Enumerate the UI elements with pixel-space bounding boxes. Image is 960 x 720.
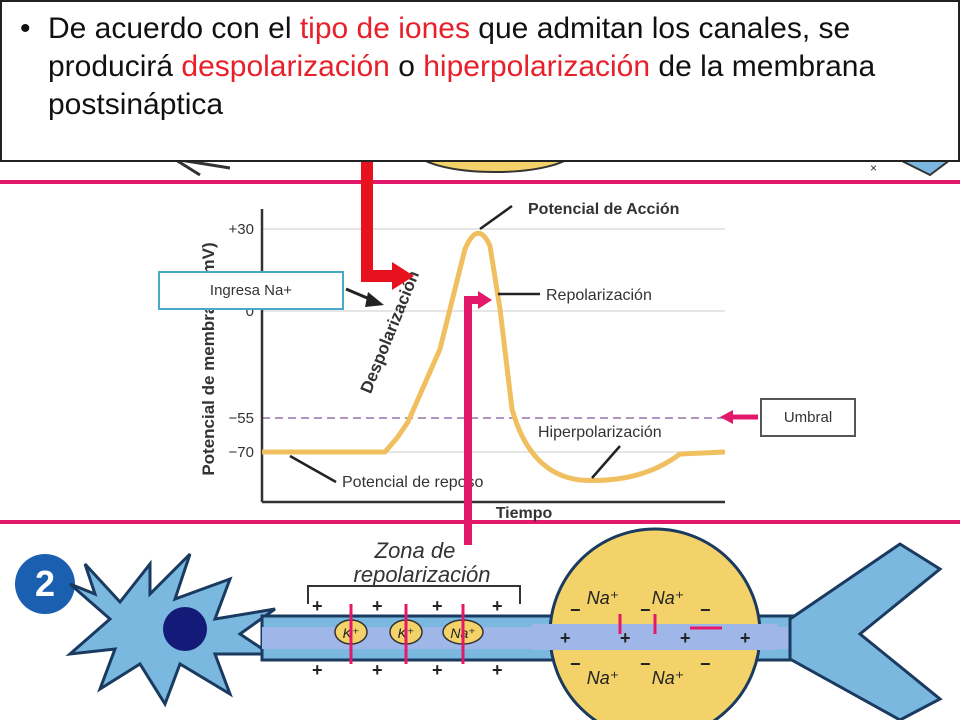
minus-sign: −: [640, 600, 651, 620]
cell-nucleus: [163, 607, 207, 651]
plus-sign: +: [372, 660, 383, 680]
label-hyperpolarization: Hiperpolarización: [538, 424, 662, 441]
header-text-box: • De acuerdo con el tipo de iones que ad…: [0, 0, 960, 162]
header-sentence: De acuerdo con el tipo de iones que admi…: [48, 10, 920, 124]
depolarization-pointer-head: [392, 262, 414, 290]
header-seg-2: que admitan los canales, se producirá: [48, 12, 851, 83]
plus-sign: +: [492, 596, 503, 616]
zone-label-line1: Zona de: [374, 538, 456, 563]
header-statement: • De acuerdo con el tipo de iones que ad…: [20, 10, 920, 124]
callout-ingresa-na-text: Ingresa Na+: [209, 282, 293, 299]
repolarization-pointer-head: [478, 291, 492, 309]
y-tick-zero: 0: [246, 303, 254, 320]
minus-sign: −: [700, 654, 711, 674]
plus-sign: +: [492, 660, 503, 680]
plus-sign: +: [680, 628, 691, 648]
graph-panel: [185, 184, 730, 520]
callout-umbral: Umbral: [760, 398, 856, 437]
step-badge: [15, 554, 75, 614]
header-seg-0: De acuerdo con el: [48, 12, 300, 45]
header-seg-6: de la membrana postsináptica: [48, 50, 876, 121]
charge-signs: + + + + + + + + + + + + − − − − − −: [312, 596, 751, 680]
minus-sign: −: [570, 600, 581, 620]
minus-sign: −: [640, 654, 651, 674]
na-label-bottom-right: Na⁺: [652, 668, 685, 688]
zone-bracket: [307, 585, 521, 604]
y-tick-plus30: +30: [229, 221, 254, 238]
step-badge-number: 2: [35, 563, 55, 604]
minus-sign: −: [700, 600, 711, 620]
plus-sign: +: [740, 628, 751, 648]
plus-sign: +: [560, 628, 571, 648]
top-divider-line: [0, 180, 960, 184]
plus-sign: +: [312, 660, 323, 680]
resting-leader-line: [289, 454, 337, 484]
callout-ingresa-na: Ingresa Na+: [158, 271, 344, 310]
header-seg-1: tipo de iones: [299, 12, 470, 45]
zone-label-line2: repolarización: [354, 562, 491, 587]
y-tick-minus55: −55: [229, 410, 254, 427]
na-label-bottom-left: Na⁺: [587, 668, 620, 688]
action-potential-curve: [262, 230, 726, 483]
minus-sign: −: [570, 654, 581, 674]
y-tick-minus70: −70: [229, 444, 254, 461]
bottom-divider-line: [0, 520, 960, 524]
ion-flow-arrows: [349, 604, 722, 664]
label-resting-potential: Potencial de reposo: [342, 474, 484, 491]
plus-sign: +: [372, 596, 383, 616]
callout-umbral-text: Umbral: [783, 409, 833, 426]
plus-sign: +: [620, 628, 631, 648]
axon-terminal: [788, 542, 943, 720]
action-potential-graph: +30 0 −55 −70 Potencial de membrana (mV)…: [185, 184, 730, 522]
label-action-potential: Potencial de Acción: [528, 201, 679, 218]
na-label-top-left: Na⁺: [587, 588, 620, 608]
sodium-pointer-head: [365, 292, 384, 307]
hyperpolarization-leader-line: [591, 445, 621, 479]
peak-leader-line: [479, 204, 513, 231]
svg-text:×: ×: [870, 161, 877, 175]
label-repolarization: Repolarización: [546, 287, 652, 304]
header-seg-3: despolarización: [181, 50, 390, 83]
header-seg-5: hiperpolarización: [423, 50, 651, 83]
header-seg-4: o: [389, 50, 424, 83]
x-axis-label: Tiempo: [496, 505, 553, 522]
bullet-glyph: •: [20, 12, 31, 45]
plus-sign: +: [432, 596, 443, 616]
plus-sign: +: [432, 660, 443, 680]
na-label-top-right: Na⁺: [652, 588, 685, 608]
repolarization-pointer-shaft: [464, 296, 480, 545]
depolarization-pointer-shaft: [361, 150, 395, 282]
neuron-illustration: 2 Zona de repolarización K⁺ K⁺ Na⁺ Na⁺ N…: [15, 527, 943, 720]
threshold-pointer-head: [720, 410, 733, 424]
plus-sign: +: [312, 596, 323, 616]
